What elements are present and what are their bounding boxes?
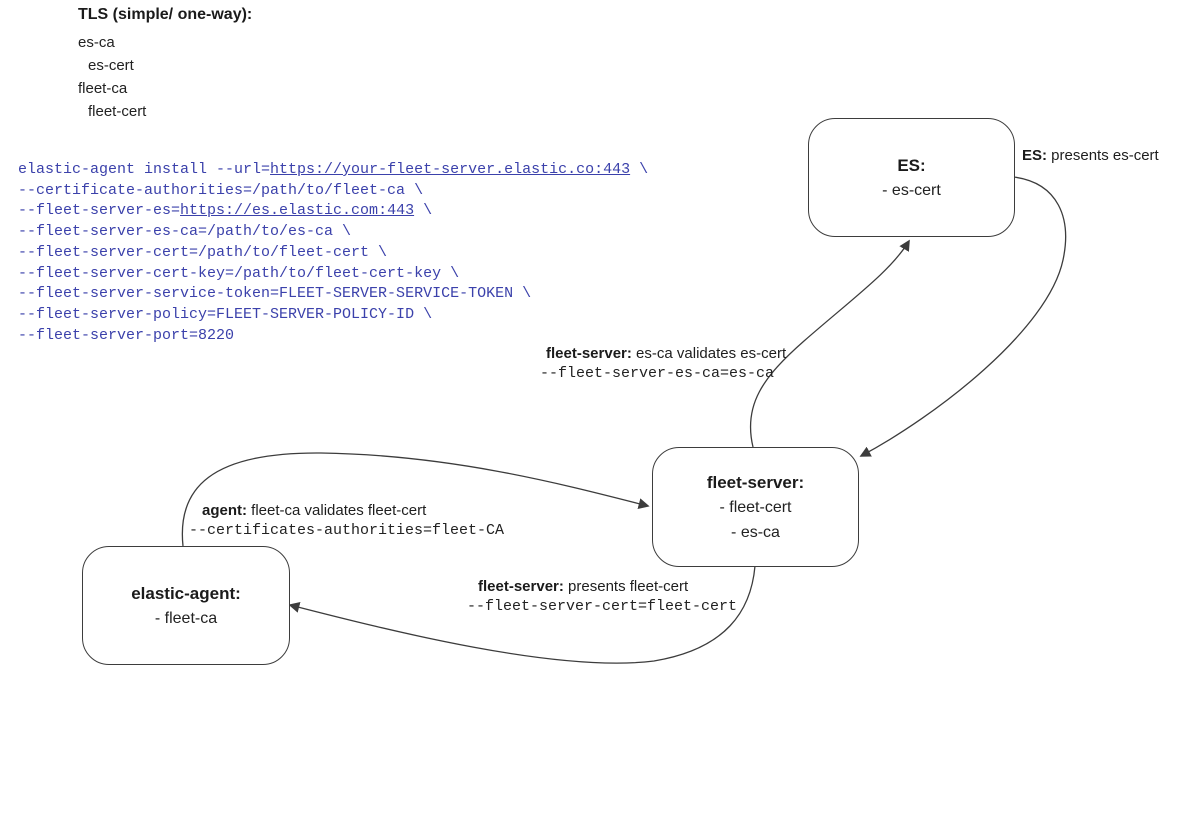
code-line: --fleet-server-port=8220	[18, 326, 648, 347]
code-text: --fleet-server-port=8220	[18, 326, 235, 344]
label-agent-validates-fleetcert: agent: fleet-ca validates fleet-cert --c…	[189, 501, 504, 541]
code-line: --fleet-server-es-ca=/path/to/es-ca \	[18, 222, 648, 243]
arrow-es-presents-escert	[859, 176, 1067, 457]
label-mono: --fleet-server-es-ca=es-ca	[540, 365, 775, 382]
tls-legend-item-fleet-ca: fleet-ca	[78, 80, 128, 97]
node-fleet-server: fleet-server: - fleet-cert - es-ca	[652, 447, 859, 567]
node-fleet-server-item: - es-ca	[731, 523, 780, 541]
code-line: --fleet-server-es=https://es.elastic.com…	[18, 201, 648, 222]
code-text: --fleet-server-cert-key=/path/to/fleet-c…	[18, 264, 460, 282]
tls-legend-item-fleet-cert: fleet-cert	[88, 103, 147, 120]
code-line: --fleet-server-cert-key=/path/to/fleet-c…	[18, 264, 648, 285]
node-elastic-agent-item: - fleet-ca	[154, 609, 218, 627]
tls-legend-item-es-ca: es-ca	[78, 34, 115, 51]
code-line: --certificate-authorities=/path/to/fleet…	[18, 181, 648, 202]
code-text: --certificate-authorities=/path/to/fleet…	[18, 181, 424, 199]
label-bold: ES:	[1022, 147, 1048, 164]
label-fleetserver-validates-escert: fleet-server: es-ca validates es-cert --…	[540, 344, 786, 384]
tls-legend: TLS (simple/ one-way): es-ca es-cert fle…	[78, 6, 252, 123]
tls-legend-title: TLS (simple/ one-way):	[78, 6, 253, 23]
code-line: --fleet-server-cert=/path/to/fleet-cert …	[18, 243, 648, 264]
code-url-link[interactable]: https://es.elastic.com:443	[180, 202, 415, 220]
arrow-fleetserver-to-es	[749, 239, 910, 448]
tls-legend-item-es-cert: es-cert	[88, 57, 134, 74]
code-text: --fleet-server-es=	[18, 202, 181, 220]
code-text: --fleet-server-cert=/path/to/fleet-cert …	[18, 243, 388, 261]
code-line: --fleet-server-service-token=FLEET-SERVE…	[18, 284, 648, 305]
code-text: \	[630, 161, 649, 178]
label-bold: agent:	[202, 502, 247, 519]
arrow-fleetserver-presents-fleetcert	[288, 565, 756, 664]
label-es-presents-escert: ES: presents es-cert	[1022, 146, 1159, 165]
node-es: ES: - es-cert	[808, 118, 1015, 237]
code-text: \	[414, 202, 433, 220]
label-text: presents fleet-cert	[563, 578, 689, 595]
code-text: --fleet-server-policy=FLEET-SERVER-POLIC…	[18, 305, 433, 323]
arrow-agent-to-fleetserver	[181, 452, 650, 547]
node-fleet-server-title: fleet-server:	[706, 472, 805, 492]
label-bold: fleet-server:	[478, 578, 564, 595]
node-es-title: ES:	[897, 155, 926, 175]
code-text: elastic-agent install --url=	[18, 161, 271, 178]
label-text: fleet-ca validates fleet-cert	[247, 502, 427, 519]
code-text: --fleet-server-service-token=FLEET-SERVE…	[18, 285, 532, 303]
code-line: elastic-agent install --url=https://your…	[18, 160, 648, 181]
code-line: --fleet-server-policy=FLEET-SERVER-POLIC…	[18, 305, 648, 326]
label-text: presents es-cert	[1047, 147, 1159, 164]
node-fleet-server-item: - fleet-cert	[719, 498, 792, 516]
label-fleetserver-presents-fleetcert: fleet-server: presents fleet-cert --flee…	[467, 577, 737, 617]
label-mono: --certificates-authorities=fleet-CA	[189, 522, 505, 539]
node-es-item: - es-cert	[882, 181, 941, 199]
label-text: es-ca validates es-cert	[631, 345, 787, 362]
code-text: --fleet-server-es-ca=/path/to/es-ca \	[18, 223, 352, 241]
node-elastic-agent: elastic-agent: - fleet-ca	[82, 546, 290, 665]
node-elastic-agent-title: elastic-agent:	[131, 583, 241, 603]
install-command: elastic-agent install --url=https://your…	[18, 160, 648, 346]
code-url-link[interactable]: https://your-fleet-server.elastic.co:443	[270, 161, 631, 178]
label-bold: fleet-server:	[546, 345, 632, 362]
label-mono: --fleet-server-cert=fleet-cert	[467, 598, 738, 615]
